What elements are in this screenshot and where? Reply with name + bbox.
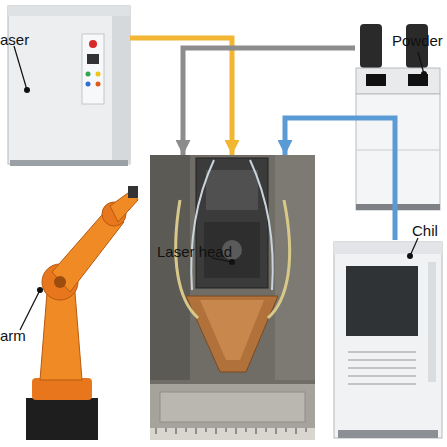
component-label: Chil [412, 222, 438, 240]
chiller [334, 238, 442, 438]
feed-line [183, 48, 355, 155]
feed-line [285, 118, 395, 240]
component-label: aser [0, 31, 29, 49]
laser-head-photo: Laser head [150, 155, 315, 440]
feed-line [130, 38, 232, 155]
component-label: arm [0, 327, 26, 345]
powder-feeder [356, 24, 440, 210]
laser-head-photo [150, 155, 315, 440]
component-label: Laser head [157, 243, 232, 261]
powder-feeder-photo: Powder [355, 20, 442, 212]
laser-cabinet [8, 6, 130, 166]
chiller-photo: Chil [332, 240, 444, 440]
laser-photo: aser [5, 5, 130, 165]
robot-arm-photo: arm [0, 175, 140, 440]
component-label: Powder [392, 32, 443, 50]
robot-arm [20, 186, 138, 440]
